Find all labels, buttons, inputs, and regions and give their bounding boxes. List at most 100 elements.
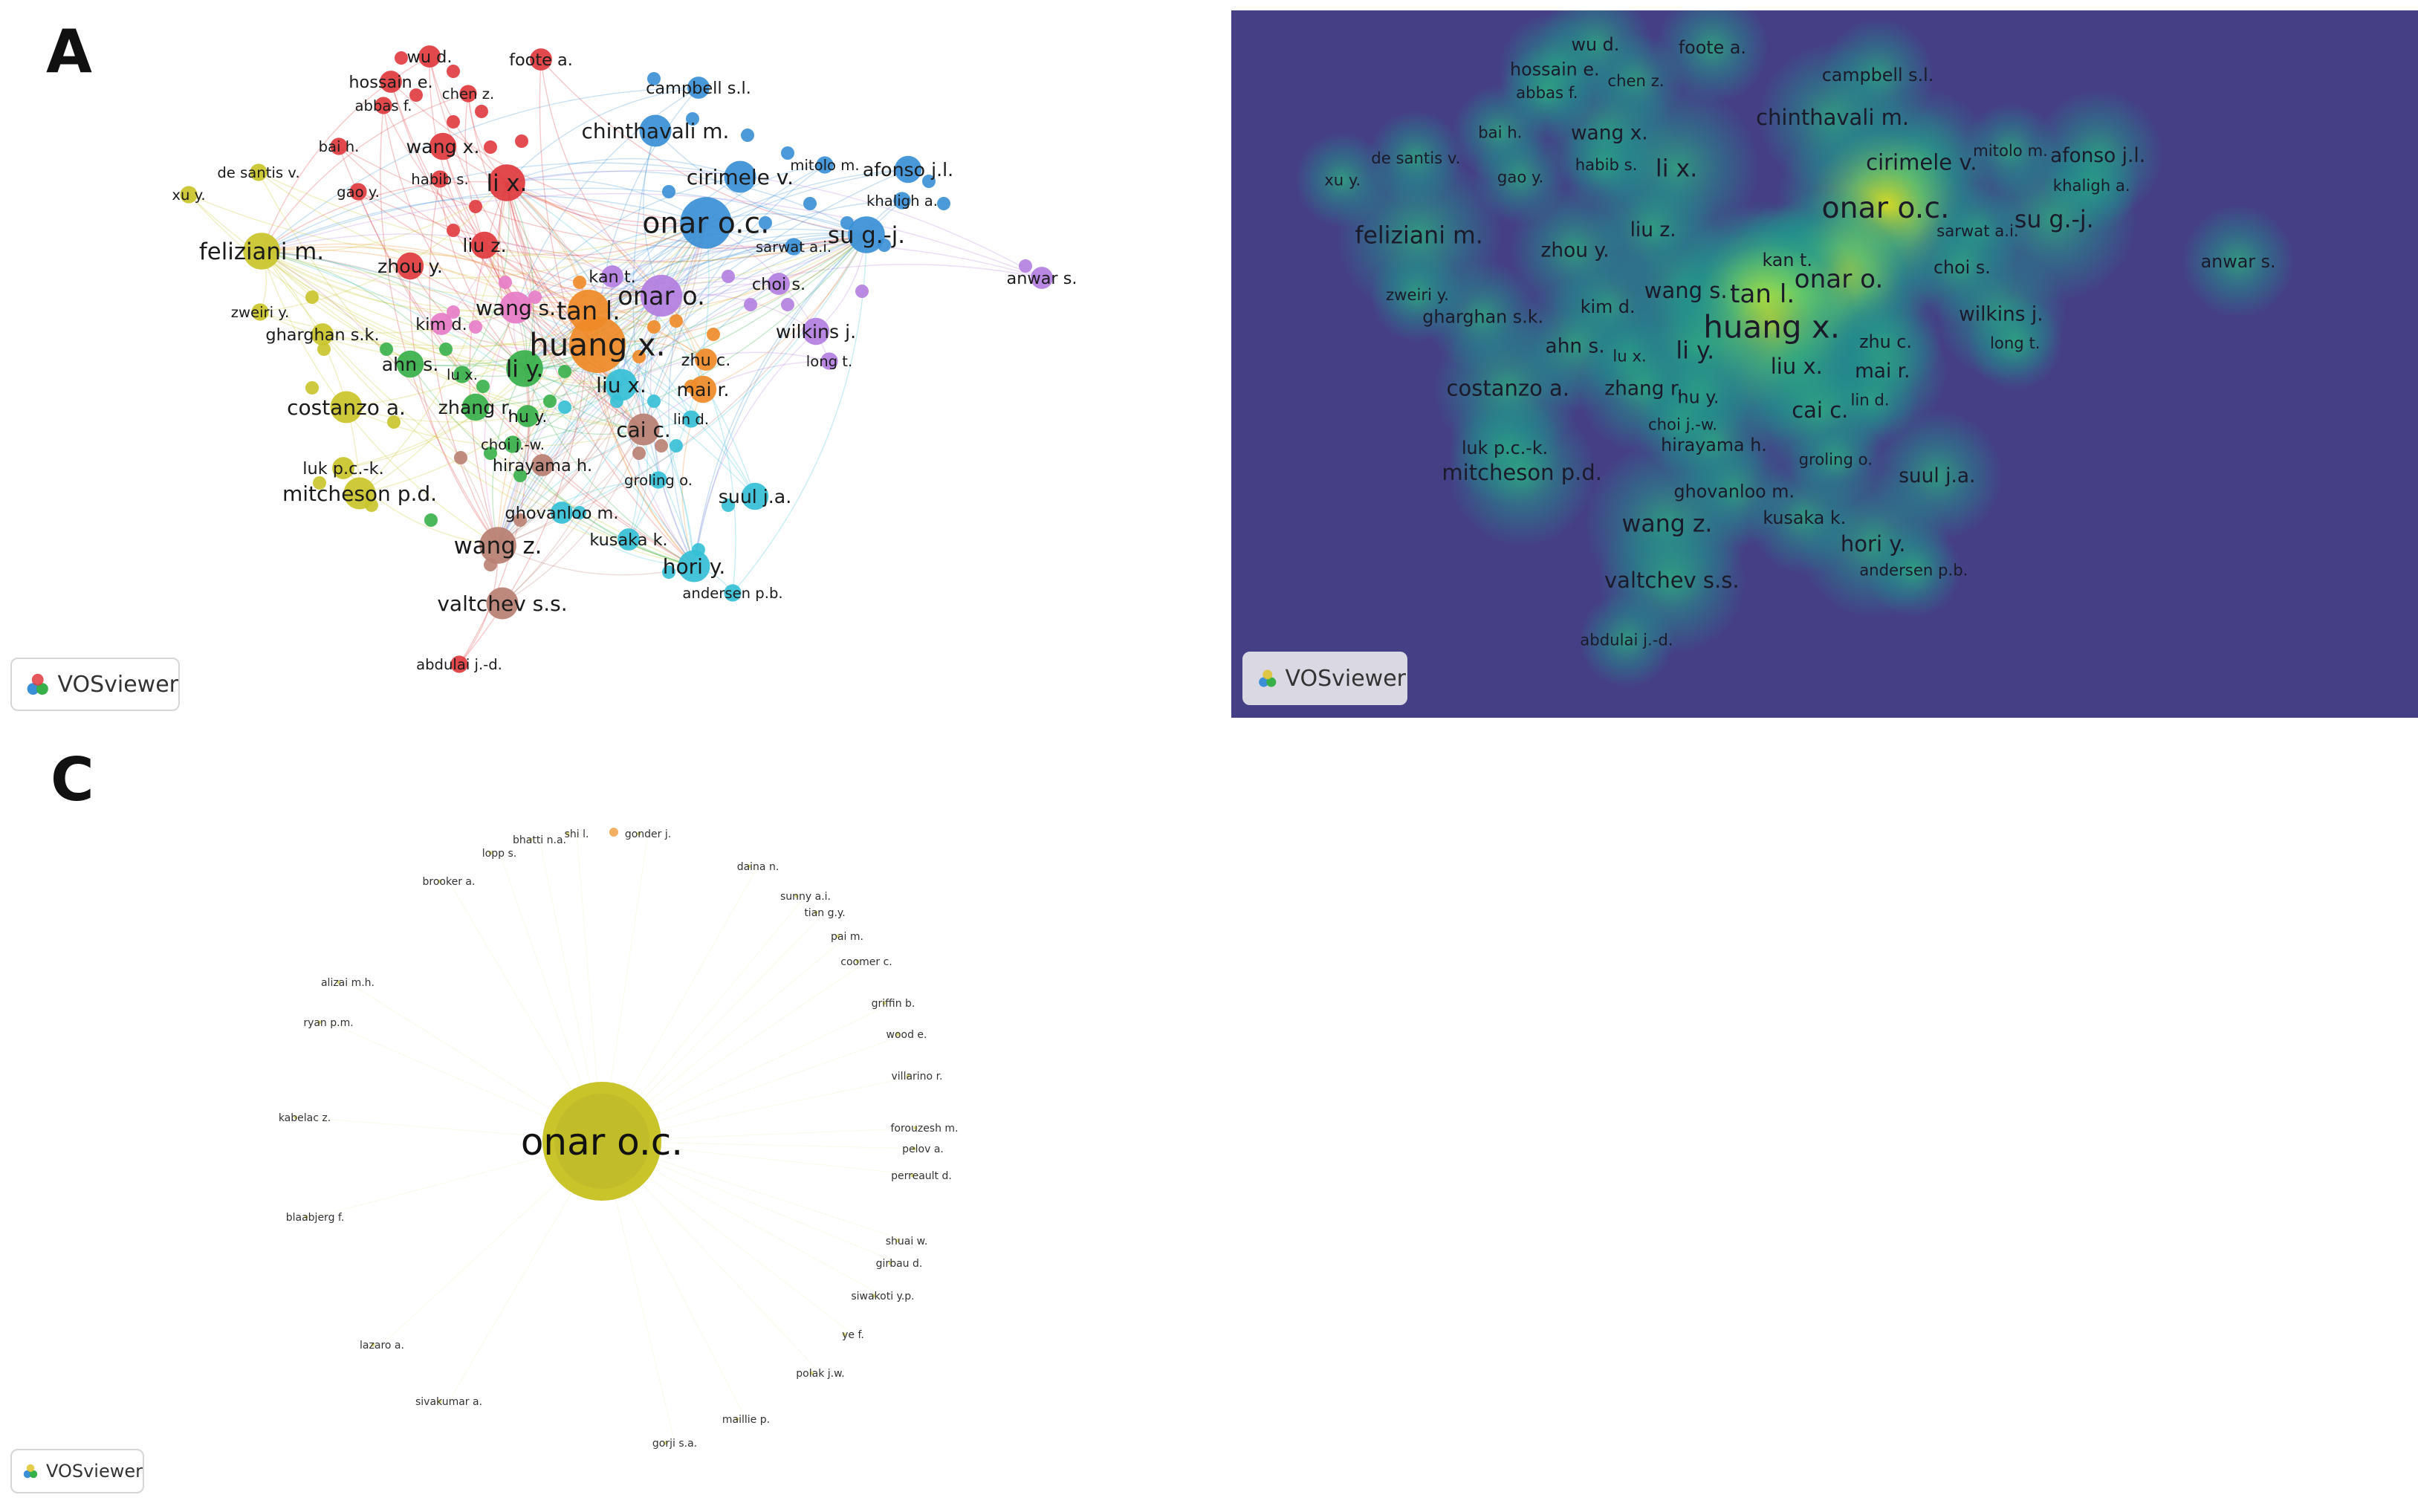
network-node-campbell-s-l[interactable] (687, 77, 710, 99)
overlay-node-villarino-r[interactable] (906, 1074, 910, 1078)
network-node-choi-s[interactable] (768, 273, 790, 295)
network-node-mai-r[interactable] (689, 375, 717, 403)
overlay-node-forouzesh-m[interactable] (913, 1126, 918, 1130)
overlay-node-girbau-d[interactable] (888, 1261, 892, 1265)
network-node-zhang-r[interactable] (461, 393, 490, 421)
network-minor-node[interactable] (670, 439, 683, 452)
overlay-node-daina-n[interactable] (747, 864, 751, 869)
network-node-lu-x[interactable] (453, 366, 471, 383)
network-node-kusaka-k[interactable] (618, 528, 640, 551)
network-node-chen-z[interactable] (459, 85, 477, 103)
network-minor-node[interactable] (499, 276, 512, 289)
network-node-suul-j-a[interactable] (741, 482, 769, 510)
network-minor-node[interactable] (558, 365, 571, 378)
network-minor-node[interactable] (855, 285, 869, 298)
network-minor-node[interactable] (439, 343, 453, 356)
overlay-node-pai-m[interactable] (836, 934, 840, 938)
overlay-node-tian-g-y[interactable] (814, 910, 818, 915)
network-node-zhu-c[interactable] (695, 348, 717, 371)
network-minor-node[interactable] (670, 314, 683, 328)
network-minor-node[interactable] (447, 305, 460, 319)
network-node-cai-c[interactable] (627, 413, 660, 446)
network-node-zweiri-y[interactable] (251, 303, 269, 321)
density-map[interactable]: wu d.foote a.hossain e.abbas f.chen z.ba… (1231, 10, 2418, 718)
network-minor-node[interactable] (558, 400, 571, 414)
overlay-node-maillie-p[interactable] (735, 1417, 739, 1421)
network-minor-node[interactable] (647, 72, 661, 85)
overlay-node-ryan-p-m[interactable] (317, 1020, 322, 1025)
network-minor-node[interactable] (469, 200, 482, 213)
overlay-node-griffin-b[interactable] (882, 1001, 887, 1005)
network-minor-node[interactable] (707, 328, 720, 341)
network-minor-node[interactable] (744, 298, 757, 311)
network-node-liu-z[interactable] (470, 231, 499, 259)
network-minor-node[interactable] (513, 469, 527, 482)
network-node-hirayama-h[interactable] (531, 454, 554, 476)
network-minor-node[interactable] (395, 51, 408, 65)
network-node-anwar-s[interactable] (1031, 267, 1053, 289)
network-node-groling-o[interactable] (649, 471, 667, 489)
overlay-node-gorji-s-a[interactable] (664, 1441, 668, 1445)
network-minor-node[interactable] (722, 270, 735, 283)
network-minor-node[interactable] (484, 140, 497, 154)
network-minor-node[interactable] (447, 115, 460, 129)
network-node-liu-x[interactable] (605, 369, 638, 401)
network-minor-node[interactable] (573, 276, 586, 289)
overlay-minor-node[interactable] (609, 828, 618, 837)
overlay-node-lopp-s[interactable] (488, 851, 493, 855)
network-minor-node[interactable] (937, 197, 950, 210)
network-node-hossain-e[interactable] (380, 71, 402, 93)
network-node-foote-a[interactable] (530, 48, 552, 71)
network-minor-node[interactable] (313, 476, 326, 490)
network-node-kim-d[interactable] (430, 313, 453, 335)
overlay-node-wood-e[interactable] (895, 1032, 900, 1036)
network-minor-node[interactable] (632, 447, 646, 460)
network-node-luk-p-c-k[interactable] (332, 457, 354, 479)
network-node-sarwat-a-i[interactable] (785, 238, 803, 256)
network-node-afonso-j-l[interactable] (894, 155, 922, 184)
network-minor-node[interactable] (803, 197, 817, 210)
network-minor-node[interactable] (647, 395, 661, 408)
overlay-node-lazaro-a[interactable] (371, 1343, 375, 1347)
overlay-node-kabelac-z[interactable] (294, 1115, 298, 1120)
network-node-abbas-f[interactable] (375, 97, 392, 114)
network-node-feliziani-m[interactable] (243, 233, 280, 270)
overlay-node-bhatti-n-a[interactable] (528, 837, 533, 842)
network-node-su-g-j[interactable] (848, 216, 885, 253)
network-minor-node[interactable] (475, 105, 488, 118)
network-node-chinthavali-m[interactable] (639, 114, 672, 147)
network-minor-node[interactable] (741, 129, 754, 142)
network-minor-node[interactable] (305, 381, 319, 395)
network-node-li-y[interactable] (506, 350, 543, 387)
network-node-wang-s[interactable] (499, 291, 532, 324)
overlay-node-gonder-j[interactable] (637, 831, 641, 836)
network-minor-node[interactable] (484, 447, 497, 460)
network-minor-node[interactable] (632, 350, 646, 363)
network-node-wilkins-j[interactable] (802, 317, 830, 345)
network-minor-node[interactable] (781, 298, 794, 311)
network-node-onar-o[interactable] (640, 274, 683, 317)
overlay-node-sunny-a-i[interactable] (794, 894, 799, 898)
overlay-node-shuai-w[interactable] (895, 1239, 900, 1243)
network-minor-node[interactable] (447, 65, 460, 78)
network-node-long-t[interactable] (820, 352, 838, 370)
network-node-onar-o-c[interactable] (680, 197, 732, 249)
overlay-node-polak-j-w[interactable] (809, 1371, 814, 1375)
overlay-node-alizai-m-h[interactable] (337, 980, 341, 984)
network-node-valtchev-s-s[interactable] (486, 587, 519, 620)
network-node-gharghan-s-k[interactable] (311, 323, 334, 345)
network-minor-node[interactable] (781, 146, 794, 160)
network-node-choi-j-w[interactable] (504, 435, 522, 453)
network-minor-node[interactable] (476, 380, 490, 393)
network-minor-node[interactable] (513, 513, 527, 527)
network-node-habib-s[interactable] (431, 170, 449, 188)
network-minor-node[interactable] (759, 216, 772, 230)
network-node-hu-y[interactable] (516, 405, 539, 427)
overlay-node-ye-f[interactable] (842, 1332, 846, 1337)
network-minor-node[interactable] (528, 291, 542, 304)
overlay-node-perreault-d[interactable] (910, 1173, 915, 1178)
network-node-abdulai-j-d[interactable] (450, 655, 468, 673)
network-node-de-santis-v[interactable] (250, 163, 268, 181)
network-minor-node[interactable] (662, 565, 675, 579)
overlay-node-sivakumar-a[interactable] (438, 1399, 442, 1404)
